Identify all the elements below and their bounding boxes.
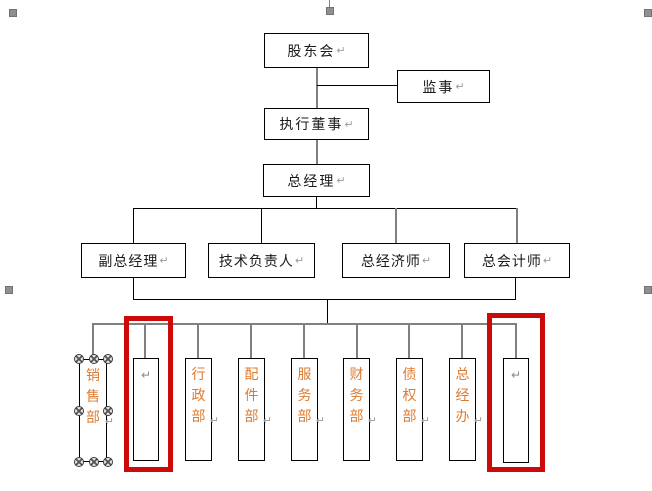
paragraph-mark-icon: ↵ bbox=[510, 368, 522, 382]
dept-label: 配件部 bbox=[244, 367, 259, 425]
node-label: 股东会 bbox=[287, 43, 336, 60]
paragraph-mark-icon: ↵ bbox=[473, 414, 483, 427]
dept-label: 行政部 bbox=[191, 367, 206, 425]
dept-empty-box-1[interactable]: ↵ bbox=[133, 358, 159, 461]
dept-service[interactable]: 服务部 ↵ bbox=[291, 358, 325, 461]
connector-shareholders-executive bbox=[316, 67, 318, 108]
node-label: 总经理 bbox=[287, 173, 336, 190]
connector-drop-empty2 bbox=[515, 324, 517, 358]
dept-label: 销售部 bbox=[86, 368, 100, 426]
paragraph-mark-icon: ↵ bbox=[209, 414, 219, 427]
paragraph-mark-icon: ↵ bbox=[420, 414, 430, 427]
paragraph-mark-icon: ↵ bbox=[455, 80, 465, 93]
paragraph-mark-icon: ↵ bbox=[294, 254, 305, 267]
anchor-line bbox=[329, 0, 330, 8]
connector-drop-technical bbox=[261, 208, 262, 243]
selection-handle-middle-right[interactable] bbox=[103, 406, 113, 416]
selection-handle-top-left[interactable] bbox=[74, 354, 84, 364]
node-executive-director[interactable]: 执行董事↵ bbox=[264, 108, 369, 140]
connector-drop-accountant bbox=[516, 208, 518, 243]
selection-handle-bottom-right[interactable] bbox=[103, 457, 113, 467]
paragraph-mark-icon: ↵ bbox=[336, 174, 346, 187]
connector-lower-bus bbox=[133, 299, 516, 300]
paragraph-mark-icon: ↵ bbox=[367, 414, 377, 427]
dept-label: 总经办 bbox=[455, 367, 470, 425]
connector-gm-drop bbox=[316, 196, 317, 208]
connector-deputy-down bbox=[133, 277, 134, 300]
connector-executive-gm bbox=[316, 139, 318, 164]
connector-drop-gm-office bbox=[461, 324, 463, 358]
dept-empty-box-2[interactable]: ↵ bbox=[503, 358, 529, 463]
connector-drop-deputy bbox=[133, 208, 134, 243]
selection-handle-top-right[interactable] bbox=[103, 354, 113, 364]
selection-handle-top-center[interactable] bbox=[89, 354, 99, 364]
paragraph-mark-icon: ↵ bbox=[542, 254, 553, 267]
dept-finance[interactable]: 财务部 ↵ bbox=[343, 358, 377, 461]
node-label: 副总经理 bbox=[98, 253, 159, 270]
connector-drop-debt bbox=[408, 324, 410, 358]
node-label: 监事 bbox=[422, 79, 455, 96]
dept-sales[interactable]: 销售部 ↵ bbox=[74, 354, 114, 467]
connector-center-drop bbox=[327, 299, 328, 324]
node-technical-director[interactable]: 技术负责人↵ bbox=[208, 243, 315, 278]
dept-parts[interactable]: 配件部 ↵ bbox=[238, 358, 272, 461]
dept-gm-office[interactable]: 总经办 ↵ bbox=[449, 358, 483, 461]
canvas-handle-top-right[interactable] bbox=[644, 9, 652, 17]
paragraph-mark-icon: ↵ bbox=[336, 44, 346, 57]
connector-drop-economist bbox=[395, 208, 397, 243]
node-supervisor[interactable]: 监事↵ bbox=[397, 70, 490, 103]
paragraph-mark-icon: ↵ bbox=[140, 368, 152, 382]
connector-drop-service bbox=[303, 324, 305, 358]
canvas-handle-middle-right[interactable] bbox=[644, 286, 652, 294]
dept-label: 债权部 bbox=[402, 367, 417, 425]
node-chief-accountant[interactable]: 总会计师↵ bbox=[464, 243, 570, 278]
connector-drop-admin bbox=[197, 324, 199, 358]
paragraph-mark-icon: ↵ bbox=[315, 414, 325, 427]
node-label: 总会计师 bbox=[481, 253, 542, 270]
canvas-handle-top-left[interactable] bbox=[9, 9, 17, 17]
highlight-rectangle-1[interactable] bbox=[124, 316, 173, 472]
node-label: 总经济师 bbox=[360, 253, 421, 270]
selection-handle-bottom-left[interactable] bbox=[74, 457, 84, 467]
node-chief-economist[interactable]: 总经济师↵ bbox=[342, 243, 450, 278]
connector-supervisor bbox=[317, 85, 397, 86]
paragraph-mark-icon: ↵ bbox=[159, 254, 169, 267]
connector-drop-finance bbox=[356, 324, 358, 358]
dept-label: 财务部 bbox=[349, 367, 364, 425]
connector-drop-sales bbox=[92, 324, 94, 359]
paragraph-mark-icon: ↵ bbox=[421, 254, 432, 267]
canvas-handle-middle-left[interactable] bbox=[5, 286, 13, 294]
node-label: 技术负责人 bbox=[218, 253, 294, 270]
paragraph-mark-icon: ↵ bbox=[344, 117, 354, 131]
node-general-manager[interactable]: 总经理↵ bbox=[263, 164, 370, 197]
node-deputy-general-manager[interactable]: 副总经理↵ bbox=[81, 243, 186, 278]
canvas-handle-top-center[interactable] bbox=[326, 7, 334, 15]
connector-drop-empty1 bbox=[144, 324, 146, 358]
highlight-rectangle-2[interactable] bbox=[487, 313, 545, 472]
node-shareholders-meeting[interactable]: 股东会↵ bbox=[264, 33, 369, 68]
paragraph-mark-icon: ↵ bbox=[104, 415, 114, 428]
selection-handle-middle-left[interactable] bbox=[74, 406, 84, 416]
paragraph-mark-icon: ↵ bbox=[262, 414, 272, 427]
dept-debt[interactable]: 债权部 ↵ bbox=[396, 358, 430, 461]
connector-level2-bus bbox=[133, 208, 517, 209]
connector-drop-parts bbox=[250, 324, 252, 358]
dept-label: 服务部 bbox=[297, 367, 312, 425]
selection-handle-bottom-center[interactable] bbox=[89, 457, 99, 467]
connector-accountant-down bbox=[515, 277, 516, 300]
dept-admin[interactable]: 行政部 ↵ bbox=[185, 358, 219, 461]
node-label: 执行董事 bbox=[279, 117, 344, 133]
